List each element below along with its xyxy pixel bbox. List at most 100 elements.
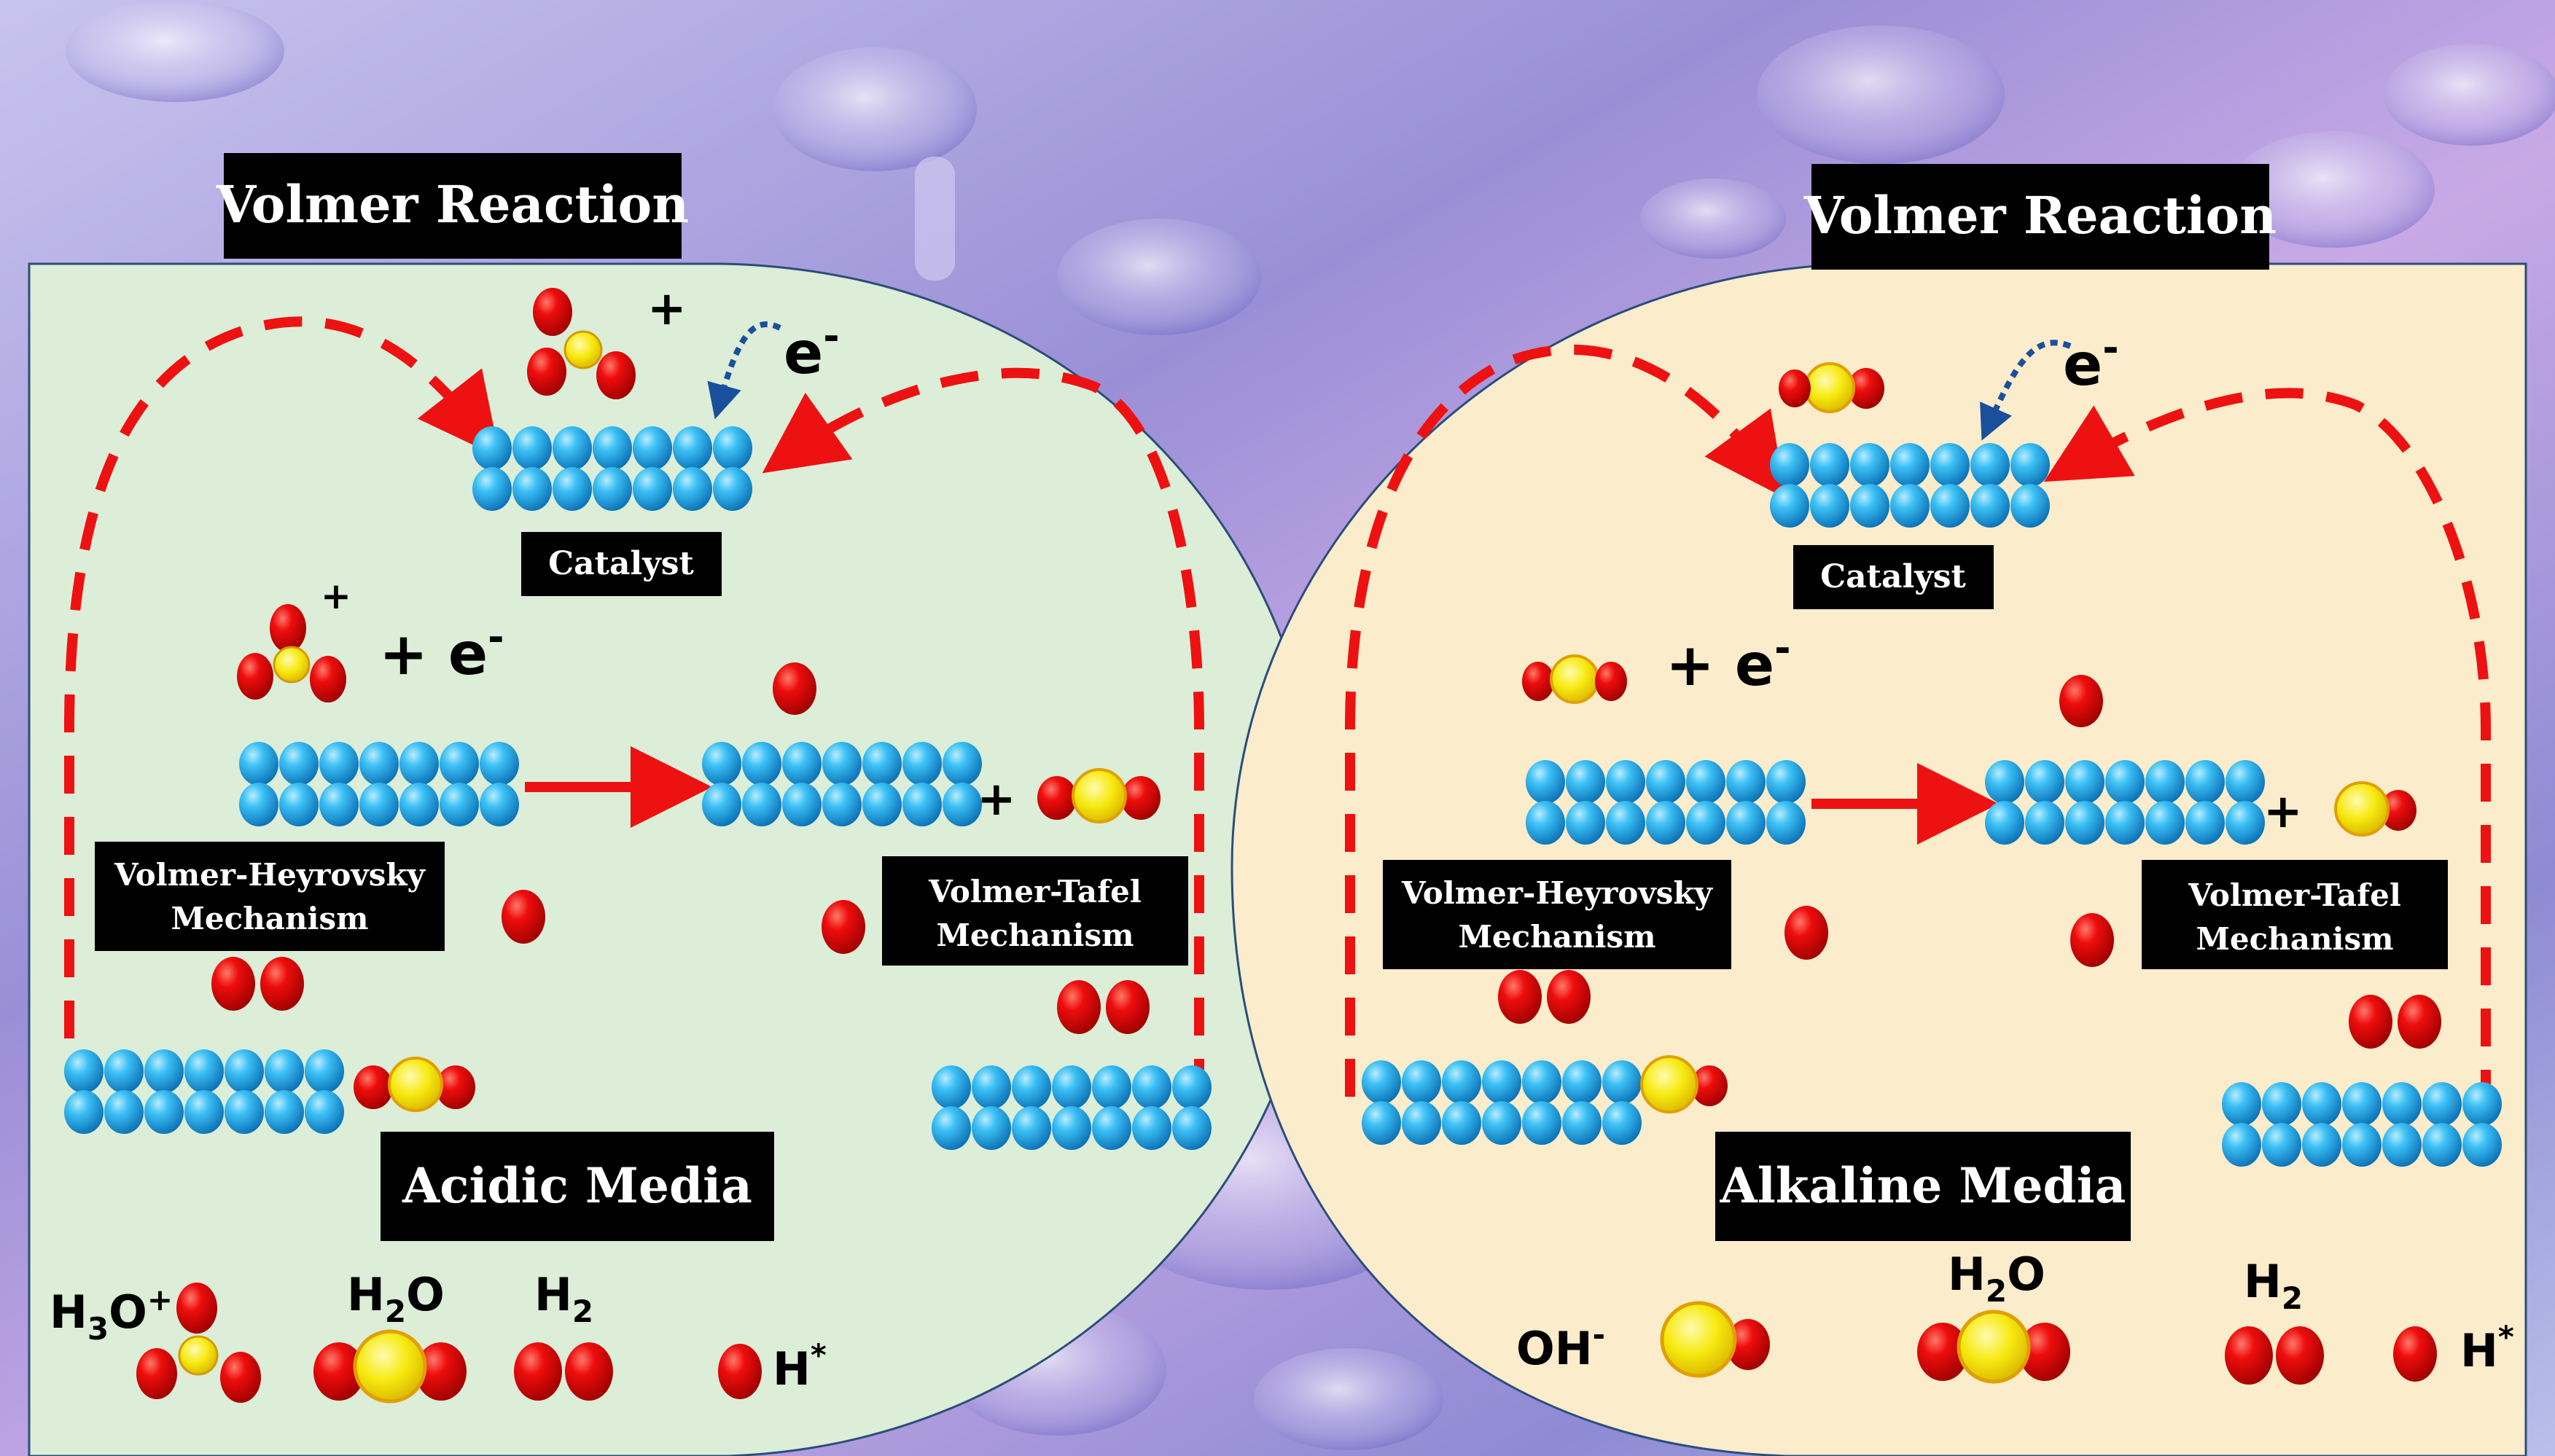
catalyst-atom xyxy=(1522,1101,1561,1145)
cation-charge-reactant: + xyxy=(321,575,351,617)
catalyst-atom xyxy=(1930,443,1970,487)
h2-molecule-left-1 xyxy=(211,957,304,1011)
catalyst-atom xyxy=(1092,1065,1131,1109)
catalyst-atom xyxy=(1606,760,1645,804)
catalyst-atom xyxy=(2422,1123,2462,1167)
catalyst-atom xyxy=(1442,1101,1481,1145)
catalyst-atom xyxy=(305,1090,344,1134)
legend-h2-molecule-right xyxy=(2225,1326,2324,1385)
catalyst-atom xyxy=(1132,1106,1171,1150)
catalyst-atom xyxy=(1362,1101,1401,1145)
catalyst-atom xyxy=(673,426,712,470)
catalyst-atom xyxy=(359,742,399,786)
catalyst-atom xyxy=(1726,801,1766,845)
catalyst-atom xyxy=(265,1049,304,1093)
catalyst-atom xyxy=(2065,801,2105,845)
catalyst-atom xyxy=(2302,1123,2341,1167)
catalyst-atom xyxy=(2145,760,2185,804)
right-vh-line1: Volmer-Heyrovsky xyxy=(1401,875,1714,911)
catalyst-atom xyxy=(1526,801,1565,845)
catalyst-atom xyxy=(1482,1101,1521,1145)
hydroxide-product-right-bottom xyxy=(1640,1055,1728,1113)
catalyst-atom xyxy=(480,742,519,786)
catalyst-atom xyxy=(2302,1082,2341,1126)
catalyst-atom xyxy=(472,467,512,511)
catalyst-atom xyxy=(1172,1065,1212,1109)
right-title: Volmer Reaction xyxy=(1803,185,2277,246)
catalyst-atom xyxy=(633,426,672,470)
catalyst-atom xyxy=(319,742,359,786)
hydrogen-atom-right-1 xyxy=(1784,906,1828,960)
legend-h2-label-right: H2 xyxy=(2244,1255,2303,1316)
catalyst-atom xyxy=(1052,1065,1091,1109)
catalyst-atom xyxy=(1850,484,1889,528)
catalyst-atom xyxy=(1930,484,1970,528)
legend-h2-label-left: H2 xyxy=(534,1268,593,1329)
catalyst-slab-bottom-right-b xyxy=(2222,1082,2502,1167)
electron-top-right: e- xyxy=(2063,325,2119,399)
h2-molecule-right-1 xyxy=(1498,970,1591,1024)
catalyst-atom xyxy=(1810,443,1849,487)
catalyst-atom xyxy=(1985,760,2024,804)
right-vh-line2: Mechanism xyxy=(1458,919,1655,955)
catalyst-atom xyxy=(144,1090,184,1134)
catalyst-atom xyxy=(1602,1101,1642,1145)
catalyst-atom xyxy=(2025,801,2064,845)
catalyst-atom xyxy=(822,742,862,786)
title-box-left: Volmer Reaction xyxy=(216,153,689,259)
legend-hydronium-molecule xyxy=(136,1283,261,1403)
electron-transfer-arrow-left xyxy=(707,321,781,420)
catalyst-atom xyxy=(1132,1065,1171,1109)
media-label-right: Alkaline Media xyxy=(1715,1132,2131,1241)
catalyst-atom xyxy=(1442,1060,1481,1104)
volmer-heyrovsky-label-right: Volmer-Heyrovsky Mechanism xyxy=(1383,860,1731,969)
catalyst-atom xyxy=(265,1090,304,1134)
catalyst-atom xyxy=(702,783,741,826)
catalyst-atom xyxy=(1602,1060,1642,1104)
hydrogen-atom-left-1 xyxy=(502,890,545,944)
catalyst-atom xyxy=(713,426,752,470)
catalyst-atom xyxy=(1770,484,1809,528)
catalyst-slab-mid-left-a xyxy=(239,742,519,826)
catalyst-atom xyxy=(184,1049,224,1093)
catalyst-atom xyxy=(359,783,399,826)
catalyst-atom xyxy=(902,742,942,786)
catalyst-atom xyxy=(1526,760,1565,804)
catalyst-atom xyxy=(1172,1106,1212,1150)
catalyst-atom xyxy=(225,1090,264,1134)
catalyst-atom xyxy=(440,783,479,826)
catalyst-atom xyxy=(2025,760,2064,804)
catalyst-slab-mid-right-a xyxy=(1526,760,1806,845)
catalyst-atom xyxy=(972,1065,1011,1109)
catalyst-atom xyxy=(1362,1060,1401,1104)
catalyst-atom xyxy=(399,742,439,786)
legend-oh-label: OH- xyxy=(1516,1317,1605,1375)
hydrogen-atom-left-2 xyxy=(822,900,865,954)
catalyst-atom xyxy=(512,426,552,470)
legend-h2o-label-left: H2O xyxy=(347,1268,445,1329)
catalyst-atom xyxy=(1686,801,1725,845)
catalyst-atom xyxy=(2065,760,2105,804)
catalyst-atom xyxy=(305,1049,344,1093)
catalyst-atom xyxy=(1970,443,2010,487)
catalyst-slab-top-left xyxy=(472,426,752,511)
catalyst-slab-mid-left-b xyxy=(702,742,982,826)
legend-water-molecule-left xyxy=(313,1329,467,1404)
catalyst-atom xyxy=(1766,760,1806,804)
catalyst-atom xyxy=(1012,1106,1051,1150)
catalyst-atom xyxy=(2226,760,2265,804)
catalyst-atom xyxy=(144,1049,184,1093)
catalyst-atom xyxy=(713,467,752,511)
volmer-tafel-label-right: Volmer-Tafel Mechanism xyxy=(2142,860,2448,969)
legend-h3o-label: H3O+ xyxy=(50,1282,173,1347)
title-box-right: Volmer Reaction xyxy=(1803,164,2277,270)
catalyst-atom xyxy=(2010,443,2050,487)
catalyst-slab-bottom-left-b xyxy=(932,1065,1212,1150)
catalyst-atom xyxy=(2145,801,2185,845)
catalyst-atom xyxy=(319,783,359,826)
catalyst-atom xyxy=(943,742,982,786)
catalyst-atom xyxy=(1566,801,1605,845)
catalyst-atom xyxy=(1606,801,1645,845)
catalyst-atom xyxy=(239,742,278,786)
catalyst-atom xyxy=(1402,1101,1441,1145)
